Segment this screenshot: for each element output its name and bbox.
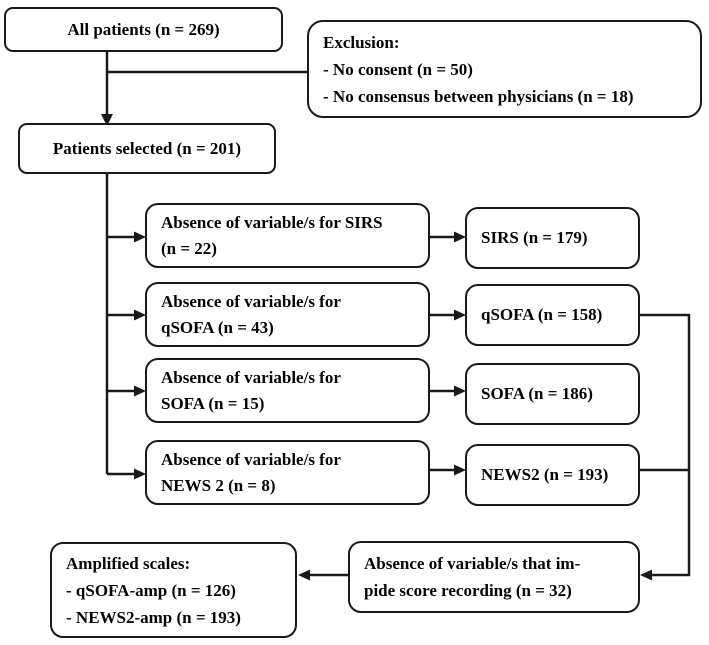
arrowhead-sirs-result: [454, 231, 466, 243]
all-patients-label: All patients (n = 269): [67, 19, 220, 39]
result-sirs-label: SIRS (n = 179): [481, 228, 588, 247]
arrowhead-down-selected: [101, 114, 113, 126]
arrowhead-impede-in: [640, 569, 652, 581]
amplified-title: Amplified scales:: [66, 553, 191, 573]
exclusion-item-no-consensus: - No consensus between physicians (n = 1…: [323, 86, 634, 106]
absence-sofa-line2: SOFA (n = 15): [161, 393, 265, 413]
absence-qsofa-line2: qSOFA (n = 43): [161, 317, 274, 337]
absence-sirs-line1: Absence of variable/s for SIRS: [161, 212, 383, 232]
arrowhead-sofa-in: [134, 385, 146, 397]
amplified-item-qsofa-amp: - qSOFA-amp (n = 126): [66, 580, 236, 600]
box-result-news2: NEWS2 (n = 193): [465, 444, 640, 506]
arrowhead-qsofa-result: [454, 309, 466, 321]
exclusion-item-no-consent: - No consent (n = 50): [323, 59, 473, 79]
box-result-sirs: SIRS (n = 179): [465, 207, 640, 269]
arrowhead-qsofa-in: [134, 309, 146, 321]
box-result-qsofa: qSOFA (n = 158): [465, 284, 640, 346]
arrowhead-amplified-in: [298, 569, 310, 581]
arrowhead-sirs-in: [134, 231, 146, 243]
arrowhead-news2-result: [454, 464, 466, 476]
absence-sirs-line2: (n = 22): [161, 238, 217, 258]
absence-news2-line1: Absence of variable/s for: [161, 449, 341, 469]
connector-right-loop: [640, 313, 691, 577]
box-absence-sofa: Absence of variable/s for SOFA (n = 15): [145, 358, 430, 423]
absence-qsofa-line1: Absence of variable/s for: [161, 291, 341, 311]
result-sofa-label: SOFA (n = 186): [481, 384, 593, 403]
arrowhead-sofa-result: [454, 385, 466, 397]
box-exclusion: Exclusion: - No consent (n = 50) - No co…: [307, 20, 702, 118]
box-amplified-scales: Amplified scales: - qSOFA-amp (n = 126) …: [50, 542, 297, 638]
box-result-sofa: SOFA (n = 186): [465, 363, 640, 425]
impede-line2: pide score recording (n = 32): [364, 581, 572, 600]
box-patients-selected: Patients selected (n = 201): [18, 123, 276, 174]
impede-line1: Absence of variable/s that im-: [364, 554, 581, 573]
box-all-patients: All patients (n = 269): [4, 7, 283, 52]
exclusion-title: Exclusion:: [323, 32, 400, 52]
patients-selected-label: Patients selected (n = 201): [52, 138, 242, 158]
box-impede-recording: Absence of variable/s that im- pide scor…: [348, 541, 640, 613]
box-absence-qsofa: Absence of variable/s for qSOFA (n = 43): [145, 282, 430, 347]
absence-sofa-line1: Absence of variable/s for: [161, 367, 341, 387]
result-news2-label: NEWS2 (n = 193): [481, 465, 609, 484]
arrowhead-news2-in: [134, 468, 146, 480]
absence-news2-line2: NEWS 2 (n = 8): [161, 475, 276, 495]
box-absence-sirs: Absence of variable/s for SIRS (n = 22): [145, 203, 430, 268]
box-absence-news2: Absence of variable/s for NEWS 2 (n = 8): [145, 440, 430, 505]
result-qsofa-label: qSOFA (n = 158): [481, 305, 603, 324]
amplified-item-news2-amp: - NEWS2-amp (n = 193): [66, 607, 241, 627]
